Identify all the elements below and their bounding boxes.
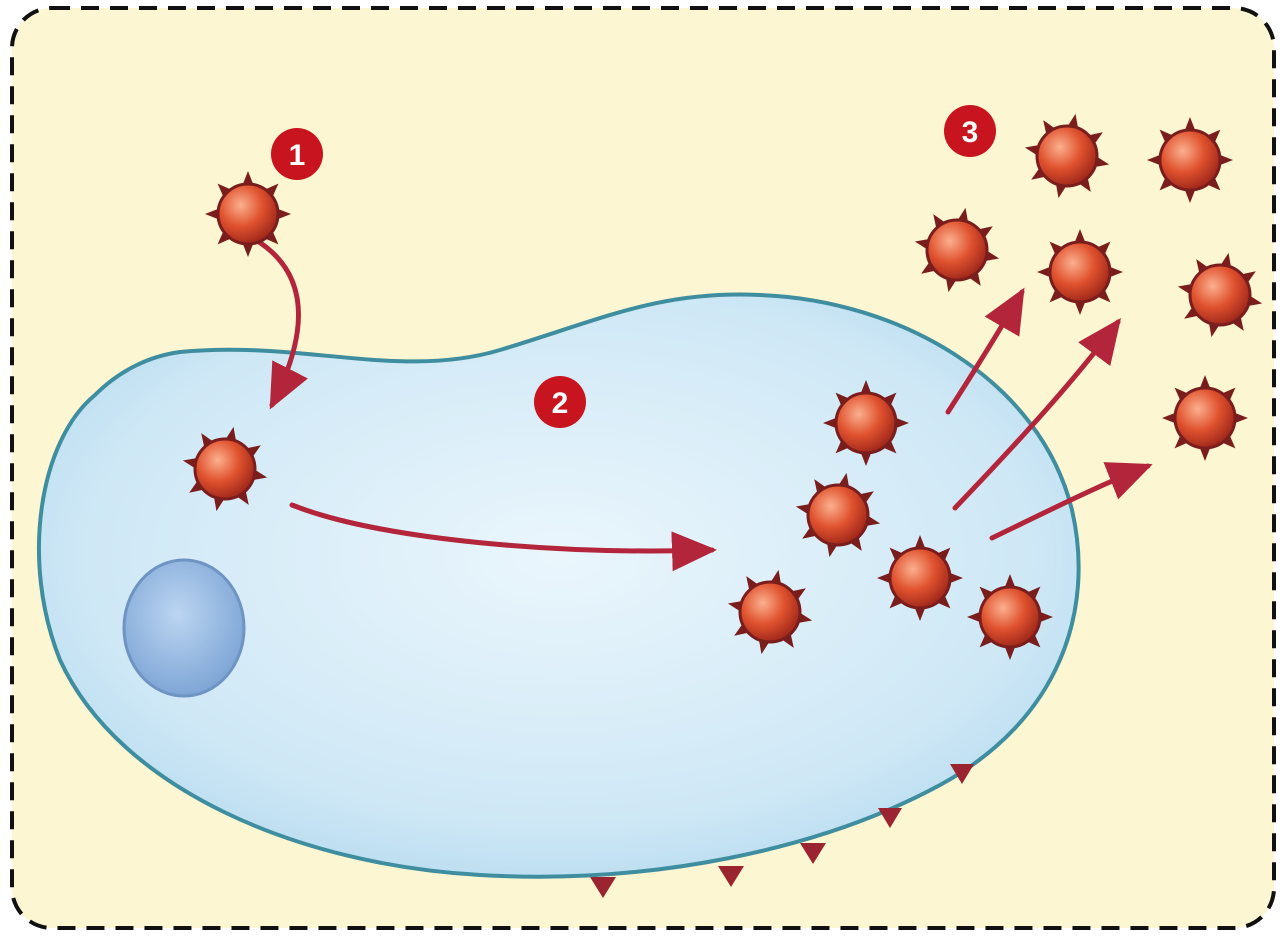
virus-icon — [1162, 375, 1248, 461]
nucleus-icon — [124, 560, 244, 696]
virus-icon — [877, 535, 963, 621]
virus-icon — [1147, 117, 1233, 203]
step-label-3: 3 — [962, 116, 979, 149]
step-badge-3: 3 — [944, 105, 996, 157]
virus-icon — [205, 171, 291, 257]
step-badge-2: 2 — [534, 376, 586, 428]
virus-icon — [823, 380, 909, 466]
step-label-2: 2 — [552, 387, 569, 420]
virus-icon — [967, 574, 1053, 660]
virus-icon — [1037, 229, 1123, 315]
step-badge-1: 1 — [271, 128, 323, 180]
step-label-1: 1 — [289, 139, 306, 172]
